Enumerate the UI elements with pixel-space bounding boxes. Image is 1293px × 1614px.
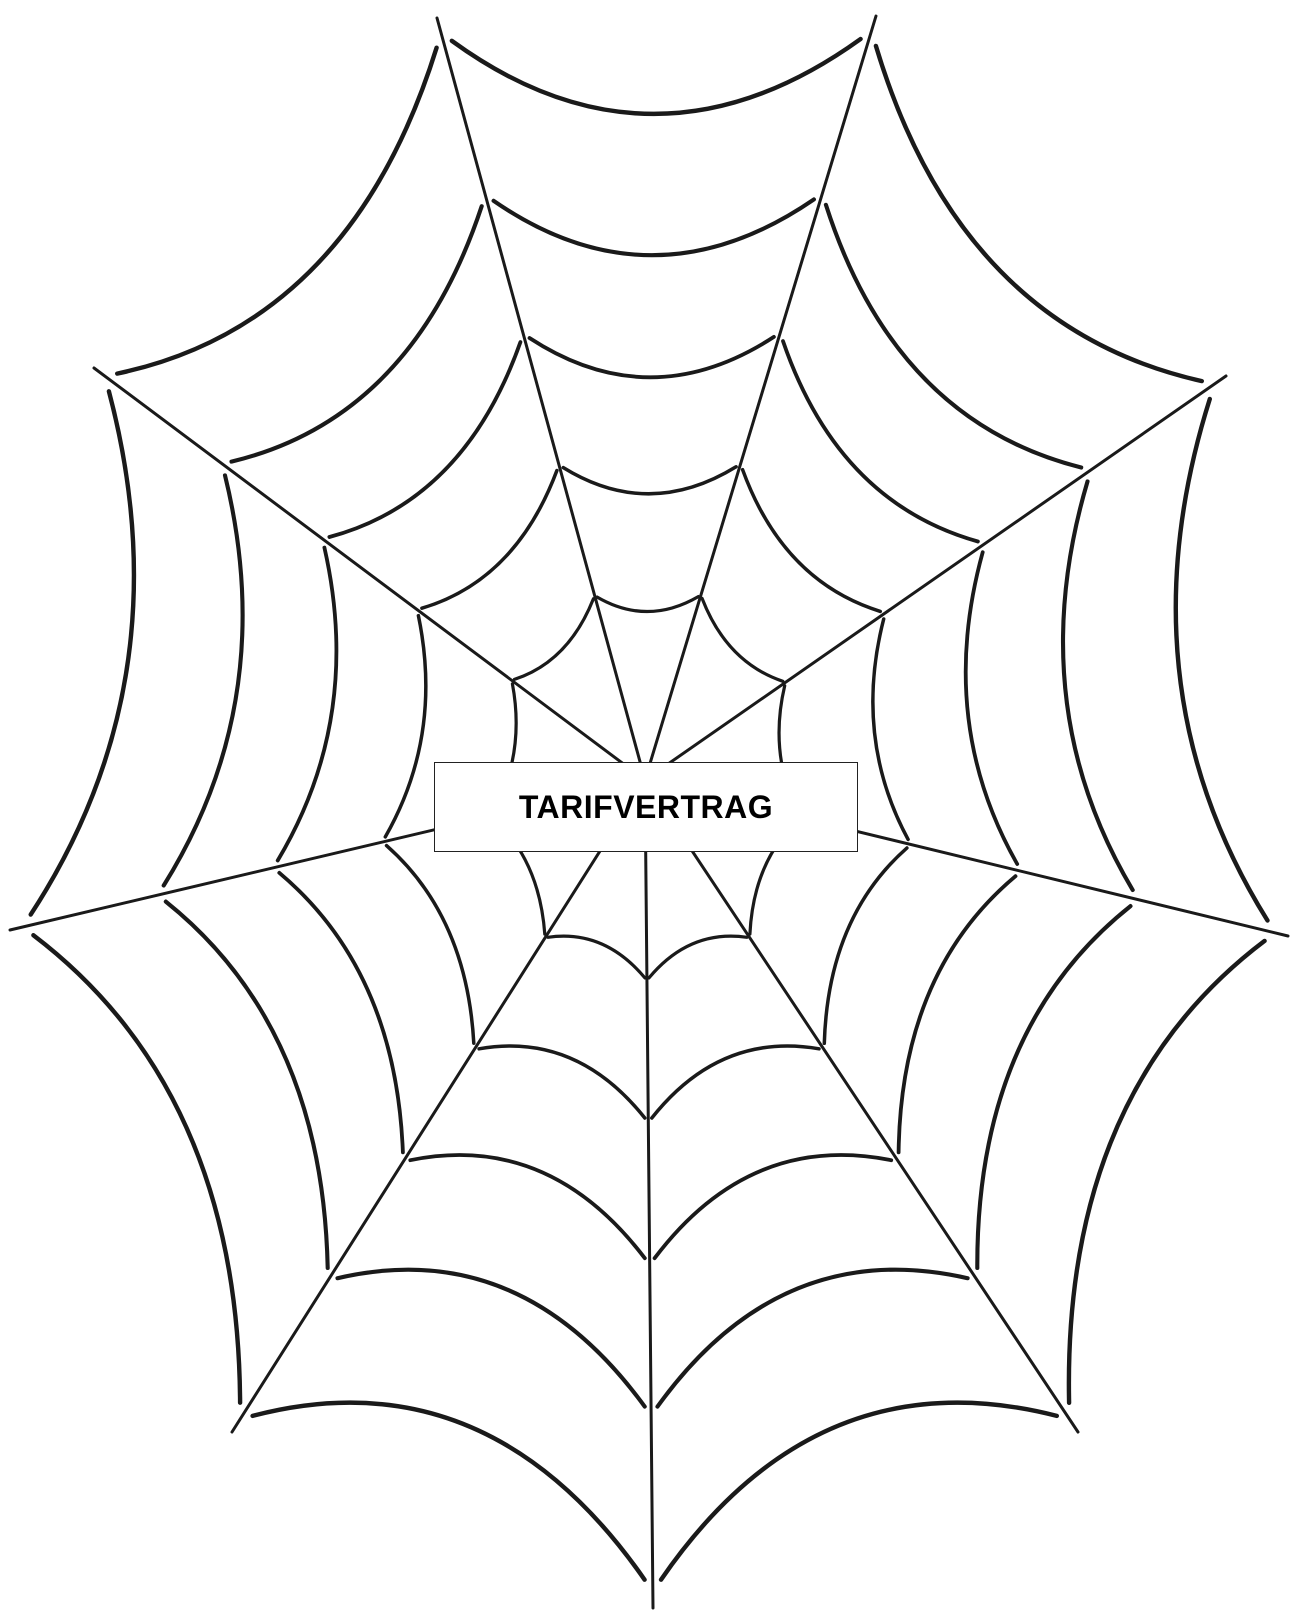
web-ring-segment [164,475,243,885]
web-ring-segment [597,597,698,612]
web-ring-segment [649,936,747,978]
web-ring-segment [494,199,814,255]
web-ring-segment [652,1046,819,1118]
web-ring-segment [876,46,1202,381]
web-ring-segment [166,902,328,1268]
center-label-box: TARIFVERTRAG [434,762,858,852]
web-spoke [645,780,653,1608]
web-ring-segment [826,205,1081,468]
web-ring-segment [1063,482,1133,891]
web-ring-segment [548,936,645,978]
web-ring-segment [966,552,1018,864]
web-spoke [232,780,645,1432]
center-label: TARIFVERTRAG [519,789,773,826]
web-ring-segment [278,548,337,861]
web-ring-segment [253,1403,645,1580]
web-ring-segment [1176,399,1268,921]
web-spoke [94,368,645,780]
web-ring-segment [977,906,1130,1268]
web-ring-segment [387,846,474,1044]
web-ring-segment [31,391,134,914]
web-ring-segment [514,599,593,680]
web-ring-segment [783,341,978,541]
web-ring-segment [338,1270,645,1407]
web-ring-segment [329,342,520,537]
web-ring-segment [873,619,908,839]
web-ring-segment [232,206,482,461]
web-ring-segment [658,1270,968,1407]
web-ring-segment [117,48,436,374]
web-ring-segment [824,848,907,1043]
web-ring-segment [743,470,881,612]
web-ring-segment [655,1155,892,1258]
web-spoke [645,376,1226,780]
web-ring-segment [410,1155,645,1258]
web-ring-segment [33,935,240,1402]
web-ring-segment [385,616,426,837]
web-ring-segment [1069,941,1265,1403]
web-ring-segment [563,467,736,494]
web-ring-segment [452,39,861,114]
web-ring-segment [279,873,403,1153]
web-ring-segment [530,337,774,377]
web-ring-segment [479,1046,645,1118]
web-ring-segment [661,1403,1057,1580]
web-spoke [645,16,876,780]
web-ring-segment [702,598,783,681]
web-ring-segment [422,471,557,609]
